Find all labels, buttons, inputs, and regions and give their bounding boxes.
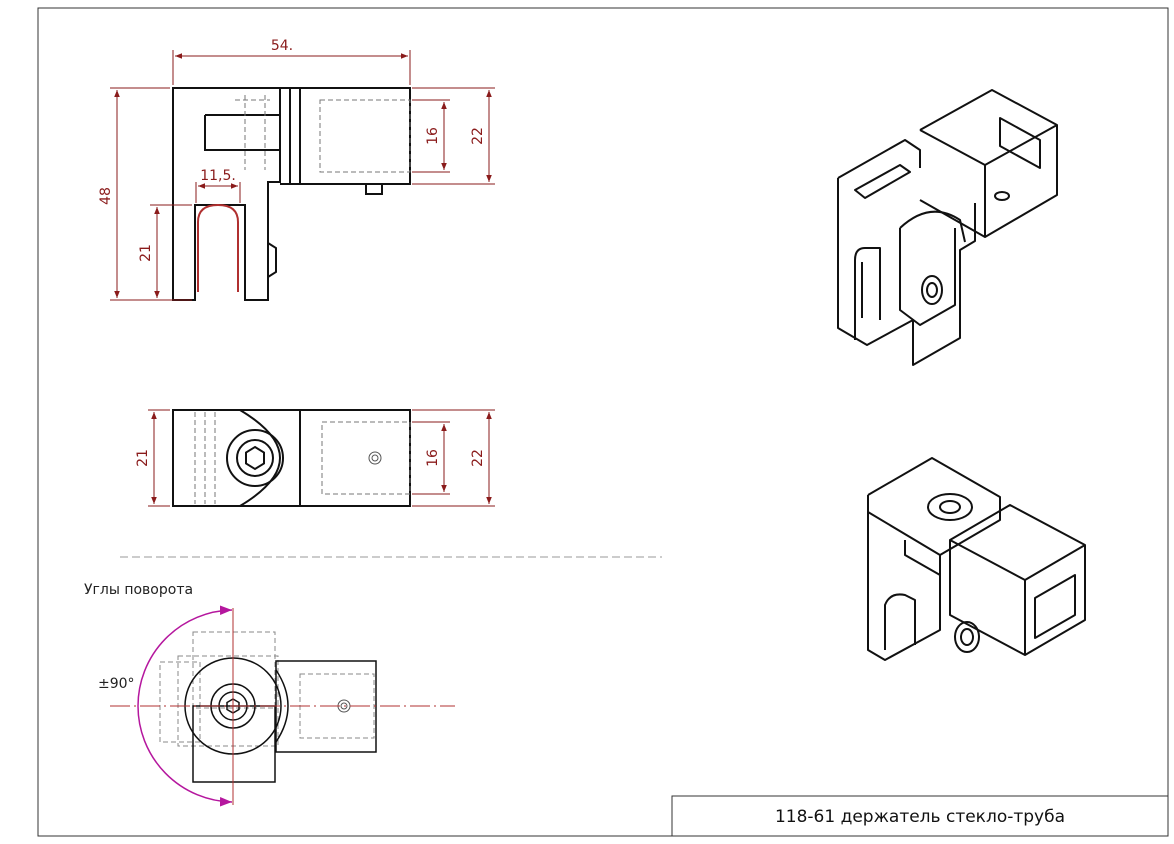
isometric-view-upper <box>837 89 1058 366</box>
front-view-tube-block <box>299 87 411 185</box>
front-view <box>172 87 411 301</box>
top-view <box>172 409 411 507</box>
dim-tube-inner: 16 <box>425 127 441 145</box>
isometric-view-lower <box>867 457 1086 661</box>
dim-top-height: 21 <box>135 449 151 467</box>
dim-top-inner: 16 <box>425 449 441 467</box>
glass-channel <box>197 203 239 292</box>
dim-overall-width: 54. <box>271 38 293 54</box>
rotation-caption: Углы поворота <box>84 582 193 598</box>
rotation-arc <box>137 605 233 807</box>
rotation-angle: ±90° <box>98 676 135 692</box>
dim-slot-height: 21 <box>138 244 154 262</box>
rotation-view: ±90° <box>98 605 455 807</box>
dim-slot-width: 11,5. <box>200 168 236 184</box>
dim-top-outer: 22 <box>470 449 486 467</box>
drawing-frame <box>37 7 1169 837</box>
front-view-body <box>172 87 281 301</box>
dim-tube-outer: 22 <box>470 127 486 145</box>
drawing-title: 118-61 держатель стекло-труба <box>775 807 1065 827</box>
title-block <box>671 795 1169 837</box>
dim-overall-height: 48 <box>98 187 114 205</box>
